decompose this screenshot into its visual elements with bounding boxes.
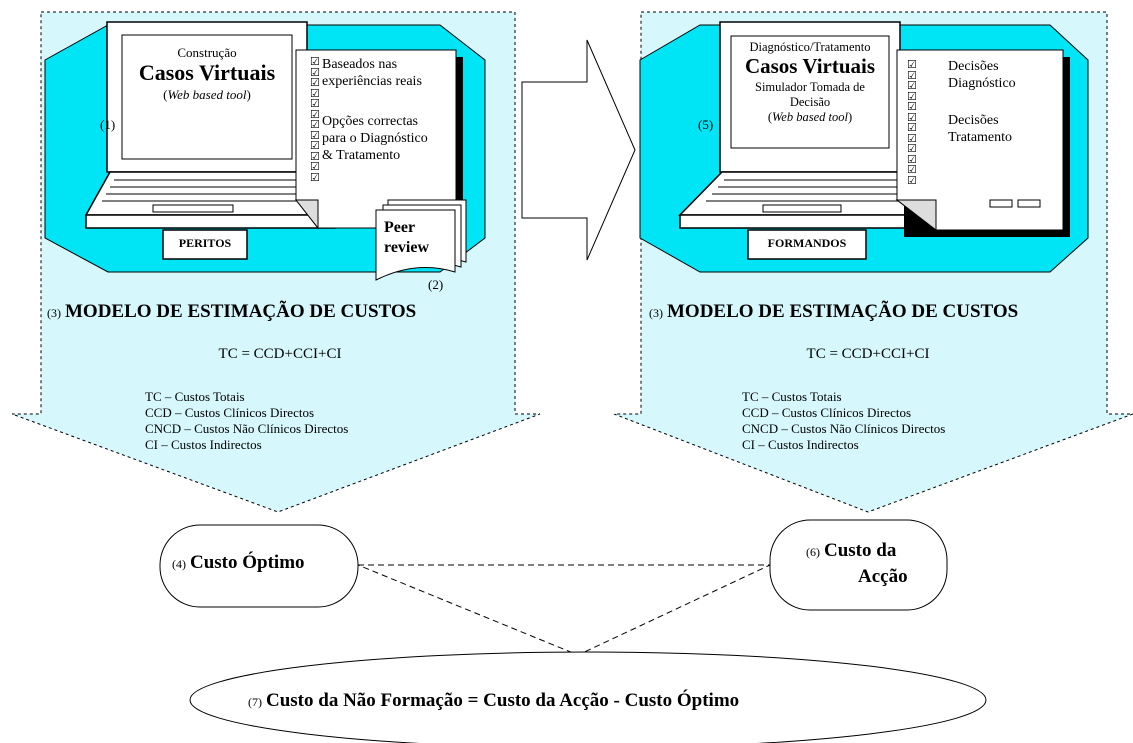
checkbox-icon: ☑ [907,164,917,176]
dashed-connector [357,564,771,656]
checkbox-icon: ☑ [310,129,320,142]
right-screen-sub: Simulador Tomada de Decisão (Web based t… [755,80,865,124]
marker-2: (2) [428,277,444,292]
right-legend: TC – Custos Totais CCD – Custos Clínicos… [742,389,946,452]
left-screen-sub: (Web based tool) [163,87,251,102]
peritos-box [162,229,248,260]
right-screen-top: Diagnóstico/Tratamento [749,40,871,54]
final-node-text: (7) Custo da Não Formação = Custo da Acç… [248,690,740,711]
checkbox-icon: ☑ [310,98,320,110]
checkbox-icon: ☑ [310,119,320,131]
right-formula: TC = CCD+CCI+CI [806,346,930,362]
left-document [294,49,463,230]
checkbox-icon: ☑ [310,161,320,173]
left-formula: TC = CCD+CCI+CI [218,346,342,362]
checkbox-icon: ☑ [907,80,917,92]
left-screen-title: Casos Virtuais [138,60,276,85]
marker-1: (1) [100,117,116,132]
custo-accao-text-2: Acção [858,566,908,587]
marker-5: (5) [698,117,714,132]
custo-accao-text: (6) Custo da [806,540,897,561]
left-legend: TC – Custos Totais CCD – Custos Clínicos… [145,389,349,452]
checkbox-icon: ☑ [907,90,917,103]
checkbox-icon: ☑ [907,122,917,134]
right-document [895,49,1070,237]
checkbox-icon: ☑ [907,111,917,124]
checkbox-icon: ☑ [310,108,320,121]
right-model-title: (3) MODELO DE ESTIMAÇÃO DE CUSTOS [649,301,1019,322]
right-doc-text: Decisões Diagnóstico Decisões Tratamento [948,59,1016,145]
checkbox-icon: ☑ [907,59,917,71]
checkbox-icon: ☑ [907,143,917,155]
left-model-title: (3) MODELO DE ESTIMAÇÃO DE CUSTOS [47,301,417,322]
formandos-box [747,229,867,260]
custo-optimo-text: (4) Custo Óptimo [172,552,305,573]
checkbox-icon: ☑ [907,69,917,82]
checkbox-icon: ☑ [907,153,917,166]
custo-optimo-node [159,524,359,608]
checkbox-icon: ☑ [310,87,320,100]
right-laptop [678,21,927,229]
left-laptop [84,21,337,229]
checkbox-icon: ☑ [907,132,917,145]
checkbox-icon: ☑ [310,56,320,68]
checkbox-icon: ☑ [907,101,917,113]
right-checkbox-column: ☑☑☑☑☑☑☑☑☑☑☑☑ [907,60,917,186]
left-doc-text: Baseados nas experiências reais Opções c… [322,57,428,163]
peer-review-label: Peer review [384,219,430,256]
formandos-label: FORMANDOS [767,236,847,250]
center-right-arrow [521,39,636,261]
checkbox-icon: ☑ [310,77,320,89]
left-screen-top: Construção [177,45,237,60]
checkbox-icon: ☑ [310,140,320,152]
peer-review-docs [375,199,467,281]
right-screen-title: Casos Virtuais [744,54,876,78]
checkbox-icon: ☑ [310,171,320,184]
peritos-label: PERITOS [178,236,232,250]
left-checkbox-column: ☑☑☑☑☑☑☑☑☑☑☑☑ [310,57,320,183]
checkbox-icon: ☑ [310,66,320,79]
custo-nao-formacao-node [189,651,987,743]
checkbox-icon: ☑ [907,174,917,187]
custo-accao-node [769,519,948,611]
checkbox-icon: ☑ [310,150,320,163]
